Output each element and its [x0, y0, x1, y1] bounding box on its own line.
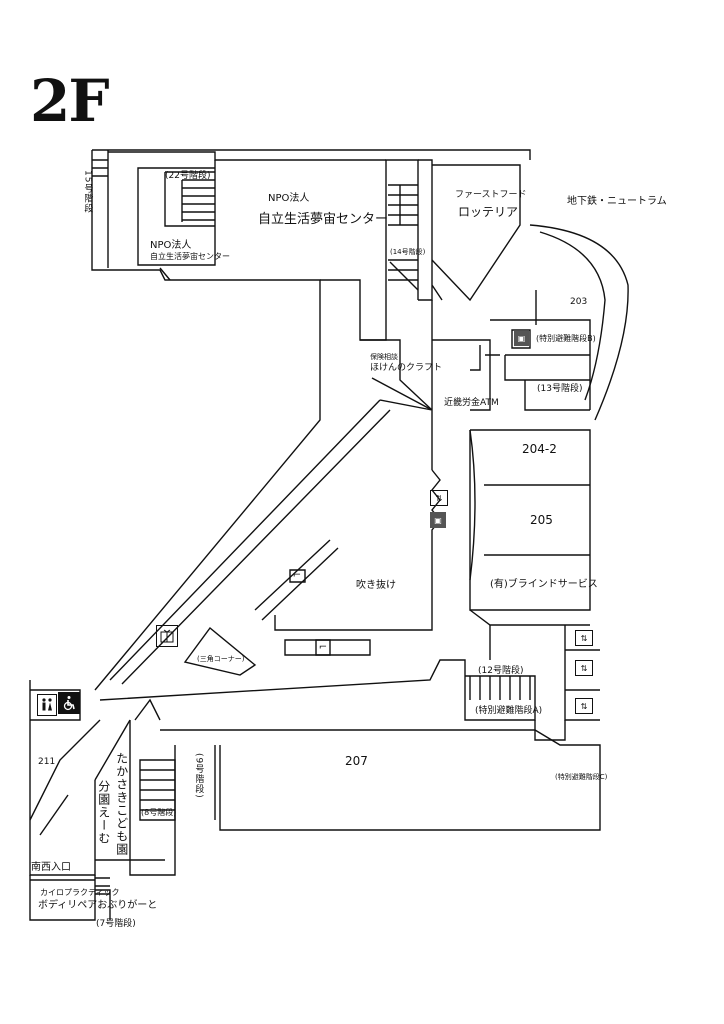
elevator-icon: ⇅ [575, 660, 593, 676]
npo-big-label-1: NPO法人 [268, 193, 310, 204]
stair-13-label: (13号階段) [537, 384, 583, 394]
stair-14-label: (14号階段) [390, 248, 426, 256]
room-204-2-label: 204-2 [522, 442, 557, 456]
wheelchair-icon [58, 692, 80, 714]
subway-label: 地下鉄・ニュートラム [567, 196, 667, 207]
stair-12-label: (12号階段) [478, 666, 524, 676]
fastfood-label-1: ファーストフード [455, 190, 527, 200]
emergency-stair-c-label: (特別避難階段C) [555, 773, 608, 781]
elevator-icon: ▣ [430, 512, 446, 528]
chiro-label-1: カイロプラクティック [40, 888, 120, 897]
blind-service-label: (有)ブラインドサービス [490, 579, 598, 590]
nursery-label-2: 分園えーむ [96, 780, 111, 845]
elevator-icon: ⇅ [575, 630, 593, 646]
emergency-stair-a-label: (特別避難階段A) [475, 706, 543, 716]
elevator-icon [156, 625, 178, 647]
elevator-icon: ⇅ [575, 698, 593, 714]
fastfood-label-2: ロッテリア [458, 205, 519, 219]
elevator-icon: ⇅ [430, 490, 448, 506]
southwest-entrance-label: 南西入口 [31, 862, 71, 873]
stair-15-label: 15号階段 [82, 170, 93, 214]
emergency-stair-b-label: (特別避難階段B) [536, 334, 596, 343]
room-205-label: 205 [530, 513, 553, 527]
escalator-icon: ⌐ [318, 642, 328, 653]
atrium-label: 吹き抜け [356, 580, 396, 591]
atm-label: 近畿労金ATM [444, 398, 499, 408]
nursery-label-1: たかさきこども園 [114, 752, 129, 856]
elevator-icon: ▣ [514, 331, 529, 346]
chiro-label-2: ボディリペアおぶりがーと [38, 900, 158, 911]
escalator-icon: ⌐ [292, 570, 302, 581]
room-203-label: 203 [570, 297, 588, 307]
stair-7-label: (7号階段) [96, 919, 136, 929]
floor-title: 2F [30, 67, 110, 135]
north-wing-wall [91, 150, 321, 691]
room-211-label: 211 [38, 757, 56, 767]
stair-22-label: (22号階段) [165, 171, 211, 181]
insurance-label-1: 保険相談 [370, 353, 398, 361]
restroom-icon [37, 694, 57, 716]
npo-big-label-2: 自立生活夢宙センター [258, 212, 389, 227]
npo-small-label-1: NPO法人 [150, 240, 192, 251]
stair-9-label: (9号階段) [193, 753, 204, 799]
npo-small-label-2: 自立生活夢宙センター [150, 252, 230, 261]
triangle-corner-label: (三角コーナー) [197, 655, 245, 663]
insurance-label-2: ほけんのクラフト [370, 363, 443, 373]
room-207-label: 207 [345, 754, 368, 768]
stair-8-label: (8号階段) [141, 808, 177, 817]
